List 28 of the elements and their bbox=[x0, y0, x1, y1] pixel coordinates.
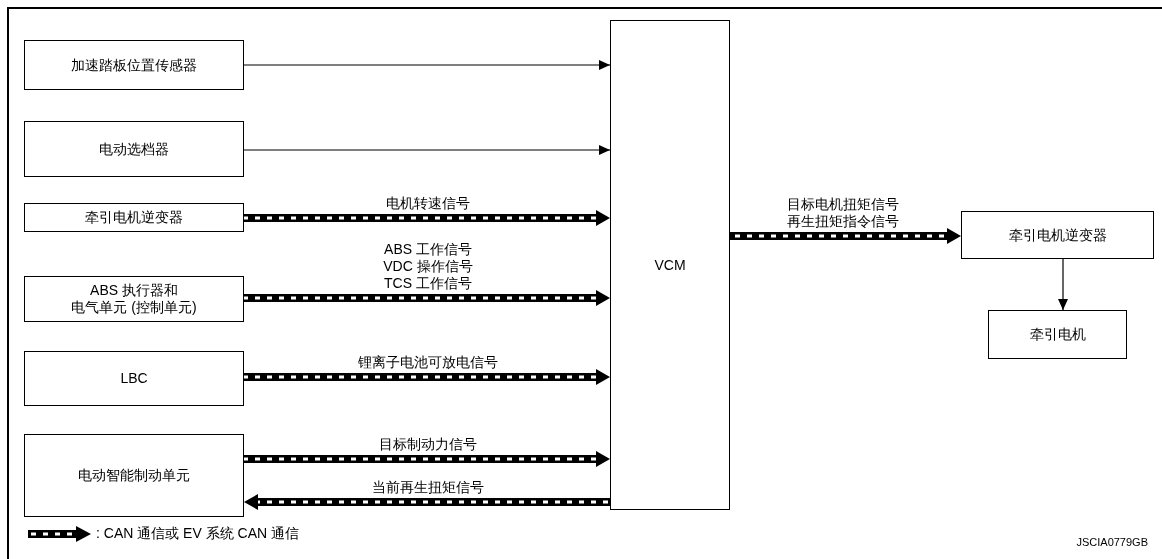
arrow bbox=[243, 60, 611, 70]
arrow bbox=[244, 451, 610, 467]
component-box bbox=[988, 310, 1127, 359]
arrow bbox=[1058, 258, 1068, 311]
component-box bbox=[24, 40, 244, 90]
component-box bbox=[24, 351, 244, 406]
box-label: ABS 执行器和电气单元 (控制单元) bbox=[70, 282, 198, 316]
box-label: 牵引电机逆变器 bbox=[85, 209, 183, 226]
arrow bbox=[244, 494, 610, 510]
box-label: VCM bbox=[654, 256, 686, 274]
legend-text: : CAN 通信或 EV 系统 CAN 通信 bbox=[94, 525, 302, 542]
box-label: 电动选档器 bbox=[99, 140, 169, 158]
component-box bbox=[24, 203, 244, 232]
arrow bbox=[244, 210, 610, 226]
arrow bbox=[244, 369, 610, 385]
box-label: 电动智能制动单元 bbox=[78, 467, 190, 484]
box-label: 加速踏板位置传感器 bbox=[71, 56, 197, 74]
component-box bbox=[24, 276, 244, 322]
box-label: LBC bbox=[120, 370, 148, 387]
controller-box bbox=[610, 20, 730, 510]
component-box bbox=[24, 434, 244, 517]
box-label: 牵引电机 bbox=[1029, 326, 1086, 343]
arrow bbox=[244, 290, 610, 306]
box-label: 牵引电机逆变器 bbox=[1008, 226, 1107, 244]
arrow bbox=[730, 228, 961, 244]
arrow bbox=[243, 145, 611, 155]
component-box bbox=[961, 211, 1154, 259]
component-box bbox=[24, 121, 244, 177]
